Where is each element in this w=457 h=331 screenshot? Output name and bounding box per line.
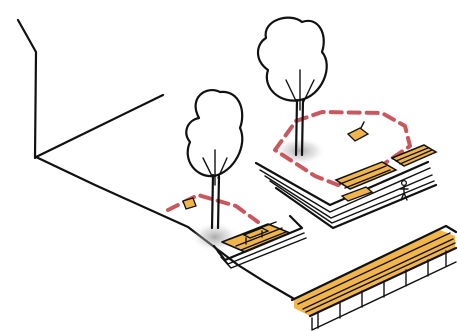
right-deck — [336, 145, 436, 201]
ground-outline — [18, 20, 312, 312]
tree-icon — [258, 18, 327, 155]
left-deck — [214, 216, 306, 268]
front-wall — [292, 226, 456, 330]
right-planter — [256, 18, 436, 228]
deck-chair-icon — [348, 122, 368, 141]
